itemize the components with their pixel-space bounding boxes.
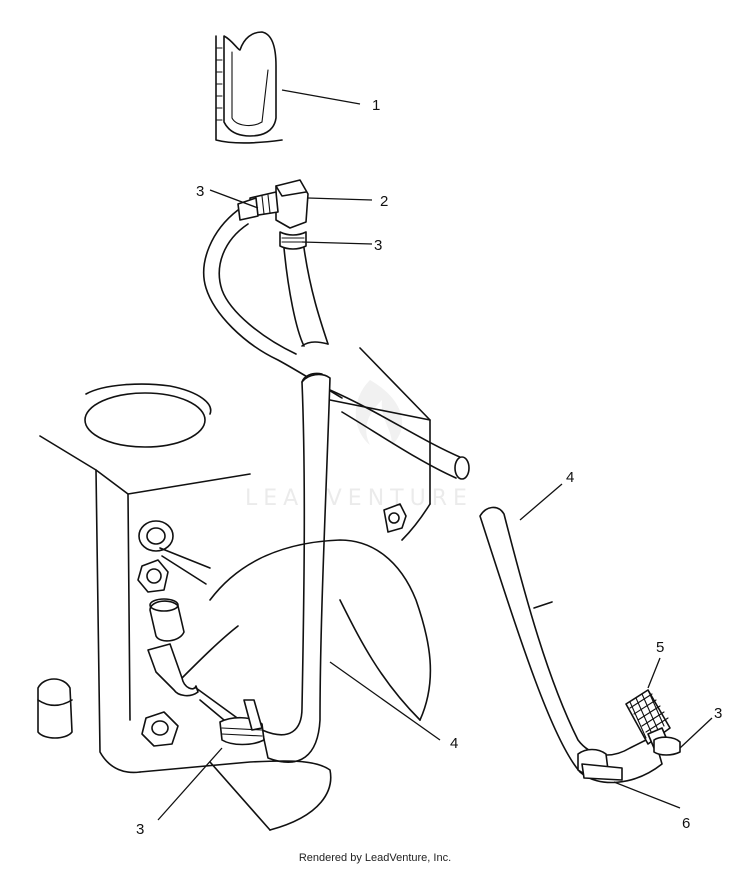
callout-2: 2 bbox=[380, 193, 388, 210]
part-5-fuel-filter bbox=[625, 689, 681, 756]
callout-4-right: 4 bbox=[566, 469, 574, 486]
callout-3-bottom: 3 bbox=[136, 821, 144, 838]
part-3-clamp-top bbox=[237, 197, 307, 250]
part-3-clamp-bottom bbox=[219, 699, 265, 746]
part-4-hose-right bbox=[479, 506, 663, 784]
part-4-hose-cross bbox=[329, 389, 470, 480]
render-credit: Rendered by LeadVenture, Inc. bbox=[298, 852, 452, 864]
part-2-elbow-fitting bbox=[249, 179, 309, 229]
leader-lines bbox=[157, 89, 713, 821]
part-1-edge-trim bbox=[215, 31, 283, 144]
callout-labels: 1 2 3 3 4 4 5 3 6 3 bbox=[136, 97, 722, 838]
cap-lower-left bbox=[37, 678, 73, 739]
watermark-logo: LEADVENTURE bbox=[245, 380, 473, 511]
callout-1: 1 bbox=[372, 97, 380, 114]
callout-5: 5 bbox=[656, 639, 664, 656]
callout-6: 6 bbox=[682, 815, 690, 832]
callout-3-top-right: 3 bbox=[374, 237, 382, 254]
part-4-hose-upper bbox=[202, 209, 343, 399]
callout-4-main: 4 bbox=[450, 735, 458, 752]
tank-body bbox=[39, 347, 432, 831]
watermark-text: LEADVENTURE bbox=[245, 486, 473, 511]
callout-3-top-left: 3 bbox=[196, 183, 204, 200]
callout-3-right: 3 bbox=[714, 705, 722, 722]
part-4-hose-main bbox=[261, 372, 331, 763]
tank-fittings bbox=[137, 503, 407, 747]
